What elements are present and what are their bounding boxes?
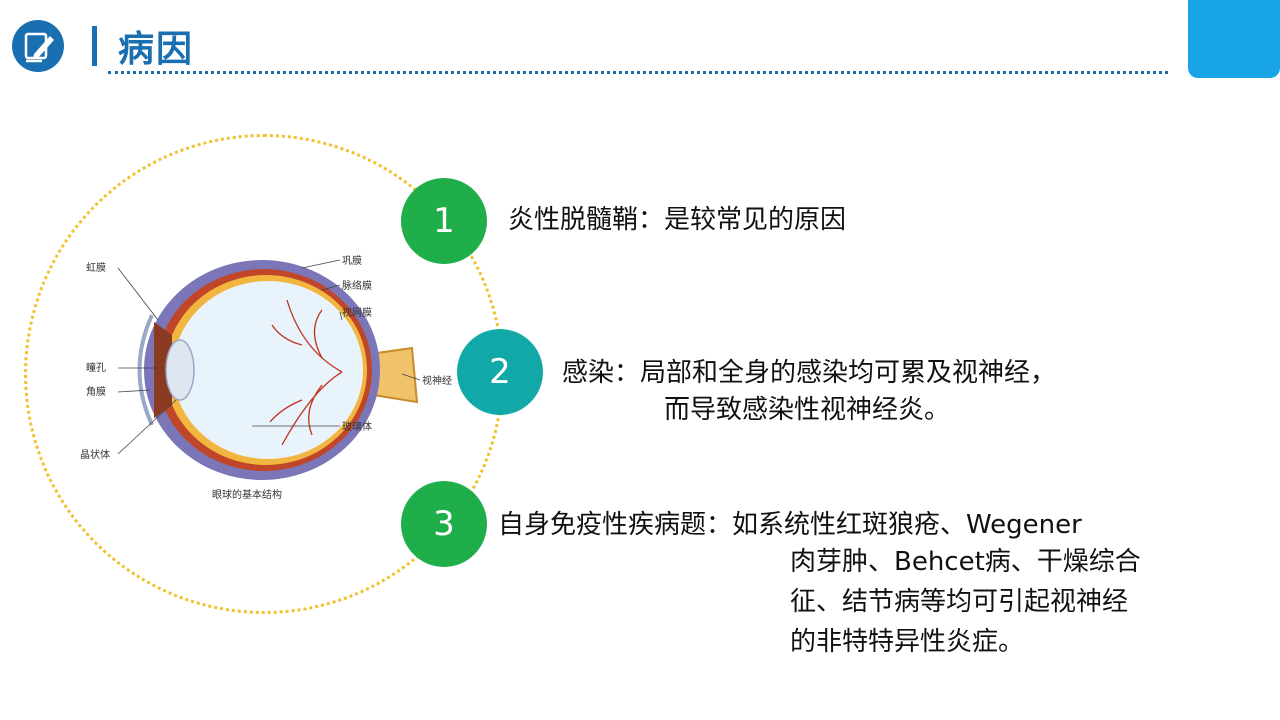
label-optic-nerve: 视神经	[422, 374, 452, 387]
cause-item-3-line: 征、结节病等均可引起视神经	[790, 587, 1129, 617]
cause-item-3-line: 的非特特异性炎症。	[790, 627, 1025, 657]
cause-item-3-continuation: 肉芽肿、Behcet病、干燥综合 征、结节病等均可引起视神经 的非特特异性炎症。	[790, 542, 1141, 662]
page-title: 病因	[118, 29, 195, 70]
cause-item-3-line: 肉芽肿、Behcet病、干燥综合	[790, 547, 1141, 577]
label-cornea: 角膜	[86, 386, 106, 398]
label-vitreous: 玻璃体	[342, 420, 372, 433]
cause-item-2-text: 感染：局部和全身的感染均可累及视神经，	[562, 358, 1057, 388]
cause-item-1-text: 炎性脱髓鞘：是较常见的原因	[508, 205, 847, 235]
cause-item-3-text: 自身免疫性疾病题：如系统性红斑狼疮、Wegener	[498, 510, 1082, 540]
label-choroid: 脉络膜	[342, 279, 372, 292]
number-badge-3: 3	[401, 481, 487, 567]
label-retina: 视网膜	[342, 306, 372, 319]
label-lens: 晶状体	[80, 448, 110, 461]
eye-anatomy-diagram: 虹膜 瞳孔 角膜 晶状体 巩膜 脉络膜 视网膜 视神经 玻璃体 眼球的基本结构	[80, 255, 452, 501]
number-badge-2: 2	[457, 329, 543, 415]
title-divider	[108, 71, 1168, 74]
label-sclera: 巩膜	[342, 255, 362, 267]
corner-decoration	[1188, 0, 1280, 78]
title-accent-bar	[92, 26, 97, 66]
cause-item-2-continuation: 而导致感染性视神经炎。	[664, 395, 951, 425]
figure-caption: 眼球的基本结构	[212, 488, 282, 501]
pencil-note-icon	[12, 20, 64, 72]
label-iris: 虹膜	[86, 262, 106, 274]
number-badge-1: 1	[401, 178, 487, 264]
label-pupil: 瞳孔	[86, 361, 106, 374]
